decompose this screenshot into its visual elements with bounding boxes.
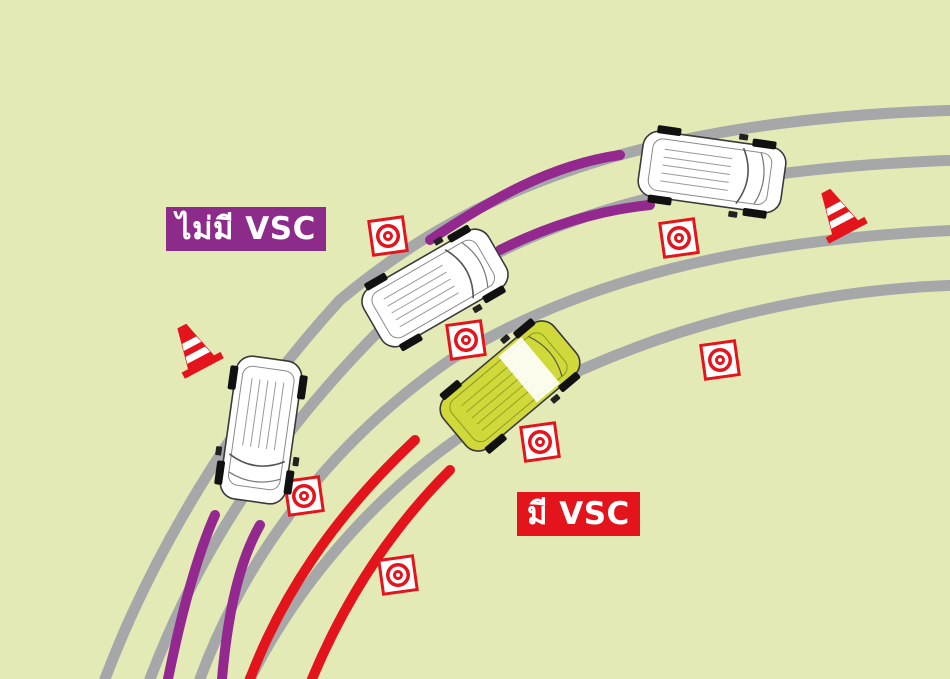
label-without-vsc: ไม่มี VSC <box>166 207 326 251</box>
target-marker-icon <box>699 339 741 381</box>
cars-without-vsc <box>208 119 790 508</box>
target-marker-icon <box>445 319 487 361</box>
traffic-cone-icon <box>162 315 224 379</box>
target-marker-icon <box>377 554 419 596</box>
target-marker-icon <box>658 217 700 259</box>
label-with-vsc: มี VSC <box>517 492 640 536</box>
path-with-vsc <box>245 435 455 679</box>
path-without-vsc <box>163 150 655 679</box>
target-marker-icon <box>367 215 409 257</box>
target-marker-icon <box>519 421 561 463</box>
track-line-4 <box>244 279 950 679</box>
track-line-1 <box>99 104 950 679</box>
